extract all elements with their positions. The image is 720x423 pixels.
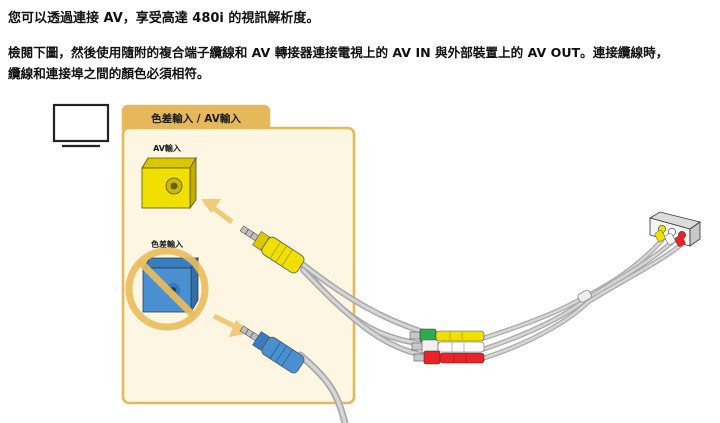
instruction-line-2: 纜線和連接埠之間的顏色必須相符。 [8, 66, 210, 81]
rca-plug-green [409, 328, 485, 343]
cables [296, 237, 685, 423]
av-port-label: AV輸入 [153, 143, 181, 153]
panel-title: 色差輸入 / AV輸入 [151, 112, 241, 125]
blue-3.5mm-plug-icon [239, 325, 305, 374]
rca-plug-white [411, 339, 485, 354]
tv-icon [52, 103, 110, 148]
instruction-line-1: 檢閱下圖，然後使用隨附的複合端子纜線和 AV 轉接器連接電視上的 AV IN 與… [8, 45, 669, 60]
yellow-av-in-port-icon [141, 156, 197, 210]
intro-paragraph: 您可以透過連接 AV，享受高達 480i 的視訊解析度。 [8, 11, 320, 26]
arrow-icon [201, 199, 234, 224]
rca-plugs-icon [409, 328, 485, 365]
cable-clip [577, 289, 592, 303]
yellow-3.5mm-plug-icon [239, 225, 305, 274]
blue-component-in-port-icon [142, 256, 199, 314]
prohibited-icon [125, 247, 209, 331]
component-port-label: 色差輸入 [151, 239, 183, 249]
external-device-av-out-icon [648, 211, 701, 247]
rca-plug-red [413, 350, 485, 365]
instruction-paragraph: 檢閱下圖，然後使用隨附的複合端子纜線和 AV 轉接器連接電視上的 AV IN 與… [8, 42, 714, 84]
